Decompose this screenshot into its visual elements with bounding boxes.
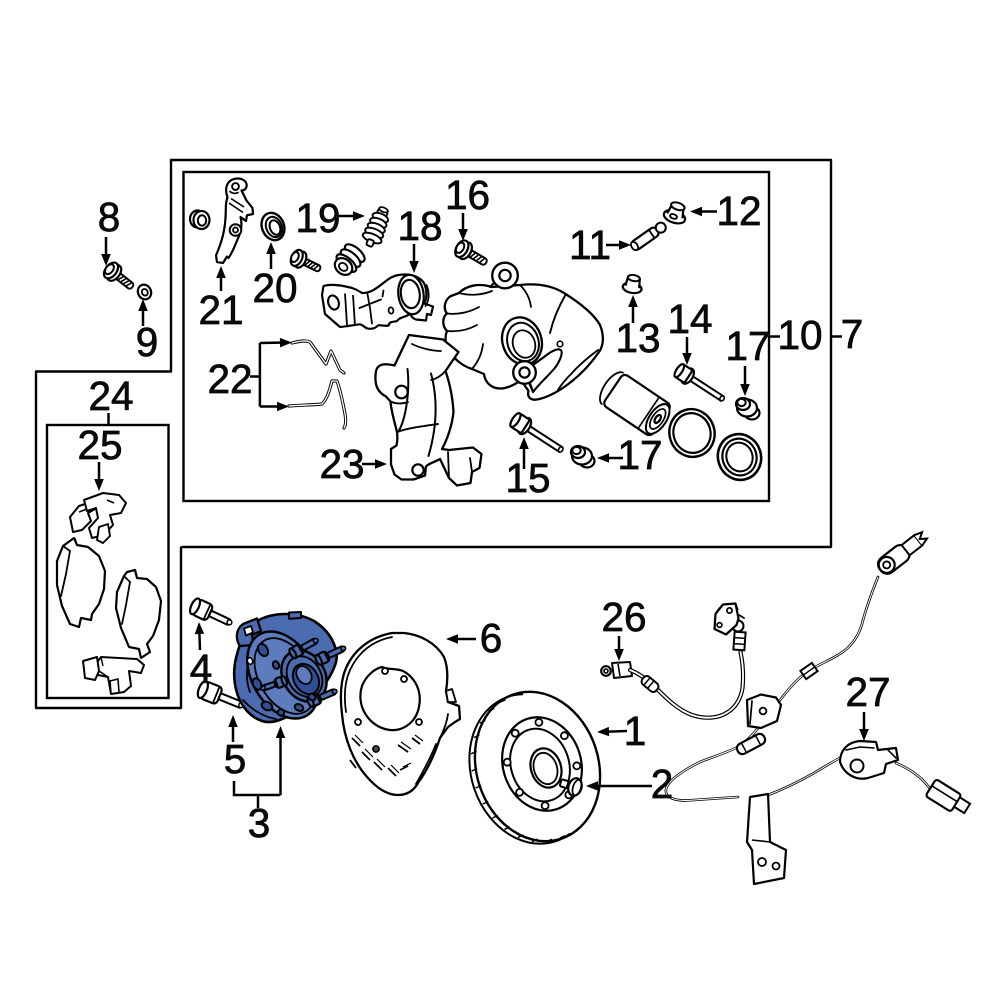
svg-text:20: 20 [252, 265, 297, 311]
svg-text:14: 14 [667, 296, 712, 342]
svg-text:1: 1 [624, 708, 647, 754]
svg-text:25: 25 [77, 422, 122, 468]
svg-text:17: 17 [617, 432, 662, 478]
svg-text:2: 2 [651, 761, 674, 807]
svg-text:27: 27 [845, 669, 890, 715]
svg-text:24: 24 [88, 373, 133, 419]
svg-text:23: 23 [319, 441, 364, 487]
svg-text:17: 17 [725, 323, 770, 369]
svg-text:9: 9 [136, 319, 159, 365]
svg-text:19: 19 [295, 195, 340, 241]
svg-text:12: 12 [716, 188, 761, 234]
svg-text:11: 11 [569, 222, 611, 268]
svg-text:18: 18 [397, 203, 442, 249]
svg-text:26: 26 [601, 594, 646, 640]
svg-text:10: 10 [777, 312, 822, 358]
svg-text:7: 7 [841, 311, 864, 357]
svg-text:16: 16 [445, 172, 490, 218]
svg-text:13: 13 [615, 315, 660, 361]
svg-text:5: 5 [224, 736, 247, 782]
svg-text:21: 21 [198, 287, 243, 333]
svg-text:4: 4 [190, 646, 213, 692]
svg-text:8: 8 [98, 194, 121, 240]
svg-text:15: 15 [505, 455, 550, 501]
svg-text:6: 6 [480, 615, 503, 661]
svg-text:22: 22 [207, 356, 252, 402]
